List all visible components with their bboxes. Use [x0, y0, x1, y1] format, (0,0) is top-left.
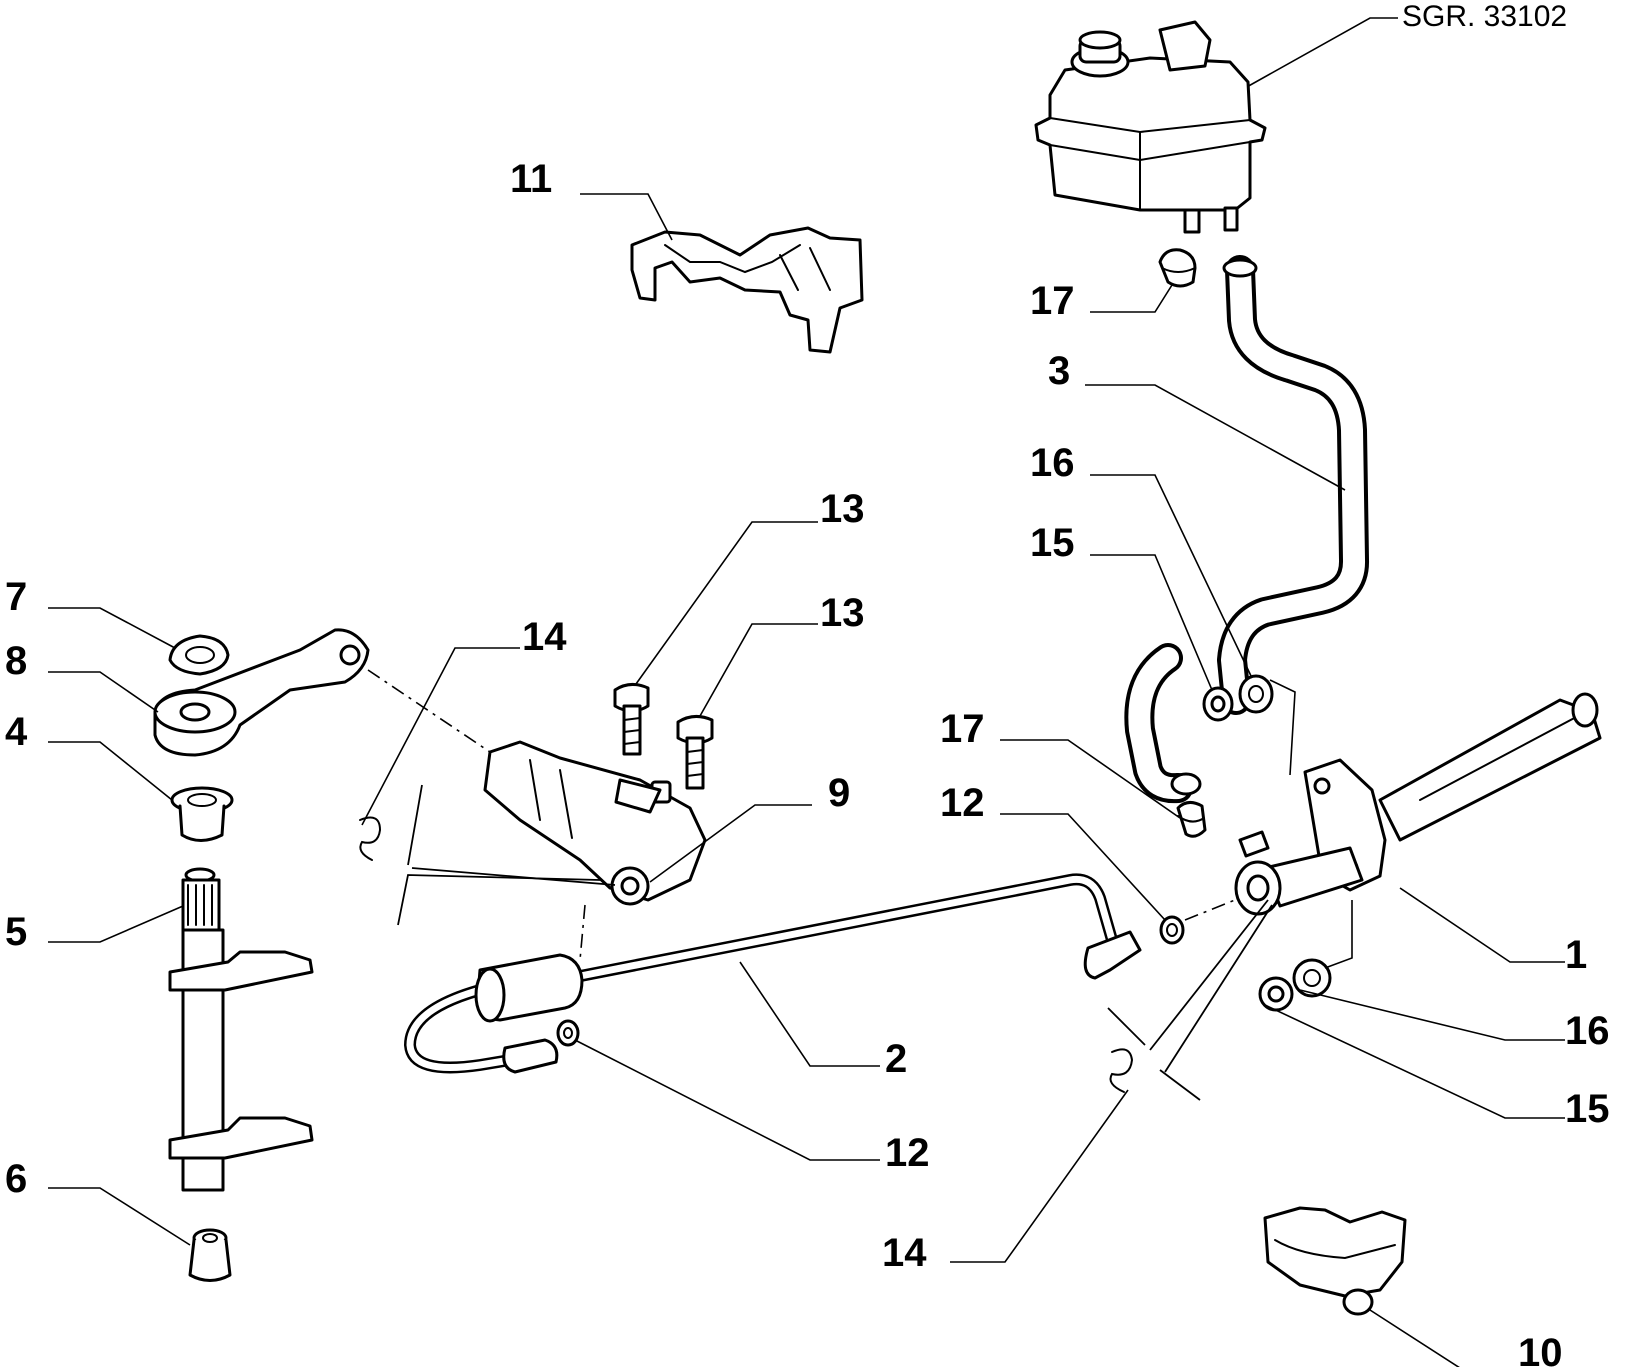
bushing-16-lower	[1292, 958, 1332, 998]
cut-line-7	[1164, 904, 1273, 1073]
cut-line-2	[411, 867, 616, 886]
leader-9	[649, 804, 812, 883]
leader-4	[48, 741, 173, 801]
bolt-13-left	[613, 683, 650, 756]
axis-washer-to-master	[1184, 899, 1236, 921]
axis-slave-to-pipe	[579, 904, 586, 961]
cut-line-6	[1149, 899, 1269, 1051]
mounting-bracket-bottom	[1263, 1206, 1407, 1316]
spring-clip-center	[359, 816, 382, 861]
callout-12-left: 12	[885, 1131, 930, 1175]
leader-6	[48, 1187, 191, 1246]
spring-clip-lower	[1109, 1048, 1134, 1093]
callout-14-upper: 14	[522, 615, 567, 659]
sealing-washer-left	[556, 1019, 580, 1047]
callout-15-lower: 15	[1565, 1087, 1610, 1131]
leader-7	[48, 607, 176, 649]
callout-4: 4	[5, 710, 28, 754]
shaft-end-bushing	[188, 1228, 232, 1282]
clutch-slave-cylinder	[483, 740, 707, 906]
leader-reference-code	[1244, 17, 1398, 89]
hydraulic-pipe	[404, 873, 1142, 1074]
bushing-15-upper	[1202, 686, 1234, 722]
callout-2: 2	[885, 1037, 907, 1081]
callout-13-lower: 13	[820, 591, 865, 635]
leader-16b	[1299, 989, 1565, 1041]
leader-16d	[1324, 900, 1353, 969]
leader-11	[580, 193, 673, 241]
reference-code: SGR. 33102	[1402, 0, 1567, 33]
hose-clamp-lower	[1176, 801, 1207, 838]
callout-15-upper: 15	[1030, 521, 1075, 565]
leader-15b	[1264, 1004, 1565, 1119]
callout-6: 6	[5, 1157, 27, 1201]
clutch-master-cylinder	[1234, 692, 1602, 916]
leader-15a	[1090, 554, 1213, 691]
callout-3: 3	[1048, 349, 1070, 393]
callout-17-lower: 17	[940, 707, 985, 751]
leader-13a	[635, 521, 818, 685]
hose-clamp-top	[1158, 248, 1197, 288]
cut-line-5	[1159, 1069, 1201, 1101]
shift-shaft	[168, 867, 314, 1192]
callout-14-lower: 14	[882, 1231, 927, 1275]
leader-1	[1399, 887, 1565, 963]
callout-7: 7	[5, 575, 27, 619]
leader-12a	[1000, 813, 1166, 921]
cut-line-1	[407, 784, 423, 866]
leader-17a	[1090, 284, 1173, 313]
leader-14a	[361, 647, 520, 826]
callout-16-lower: 16	[1565, 1009, 1610, 1053]
hose-segment	[1124, 643, 1202, 804]
callout-1: 1	[1565, 933, 1587, 977]
leader-10	[1369, 1309, 1460, 1367]
fluid-reservoir	[1034, 20, 1267, 234]
cut-line-4	[1107, 1007, 1146, 1046]
leader-17b	[1000, 739, 1181, 819]
leader-8	[48, 671, 159, 713]
sealing-washer-right	[1159, 915, 1185, 945]
callout-13-upper: 13	[820, 487, 865, 531]
bushing-15-lower	[1258, 976, 1294, 1012]
callout-9: 9	[828, 771, 850, 815]
cut-line-3	[397, 874, 601, 926]
reservoir-hose	[1217, 255, 1369, 715]
leader-16c	[1269, 679, 1296, 776]
callout-12-right: 12	[940, 781, 985, 825]
callout-5: 5	[5, 910, 27, 954]
callout-11: 11	[510, 157, 552, 201]
leader-2	[739, 961, 880, 1067]
callout-8: 8	[5, 639, 27, 683]
leader-3	[1085, 384, 1346, 491]
callout-10: 10	[1518, 1331, 1563, 1367]
circlip	[168, 634, 230, 676]
leader-14b	[950, 1089, 1129, 1263]
mounting-bracket-top	[630, 226, 864, 354]
callout-16-upper: 16	[1030, 441, 1075, 485]
bushing-16-upper	[1238, 674, 1274, 714]
leader-16a	[1090, 474, 1253, 679]
axis-lever-to-slave	[367, 669, 491, 753]
release-lever	[153, 628, 370, 757]
leader-13b	[699, 623, 818, 717]
shaft-bushing	[170, 786, 234, 842]
bolt-13-right	[676, 715, 714, 790]
callout-17-upper: 17	[1030, 279, 1075, 323]
leader-12b	[574, 1039, 880, 1161]
leader-5	[48, 905, 184, 943]
